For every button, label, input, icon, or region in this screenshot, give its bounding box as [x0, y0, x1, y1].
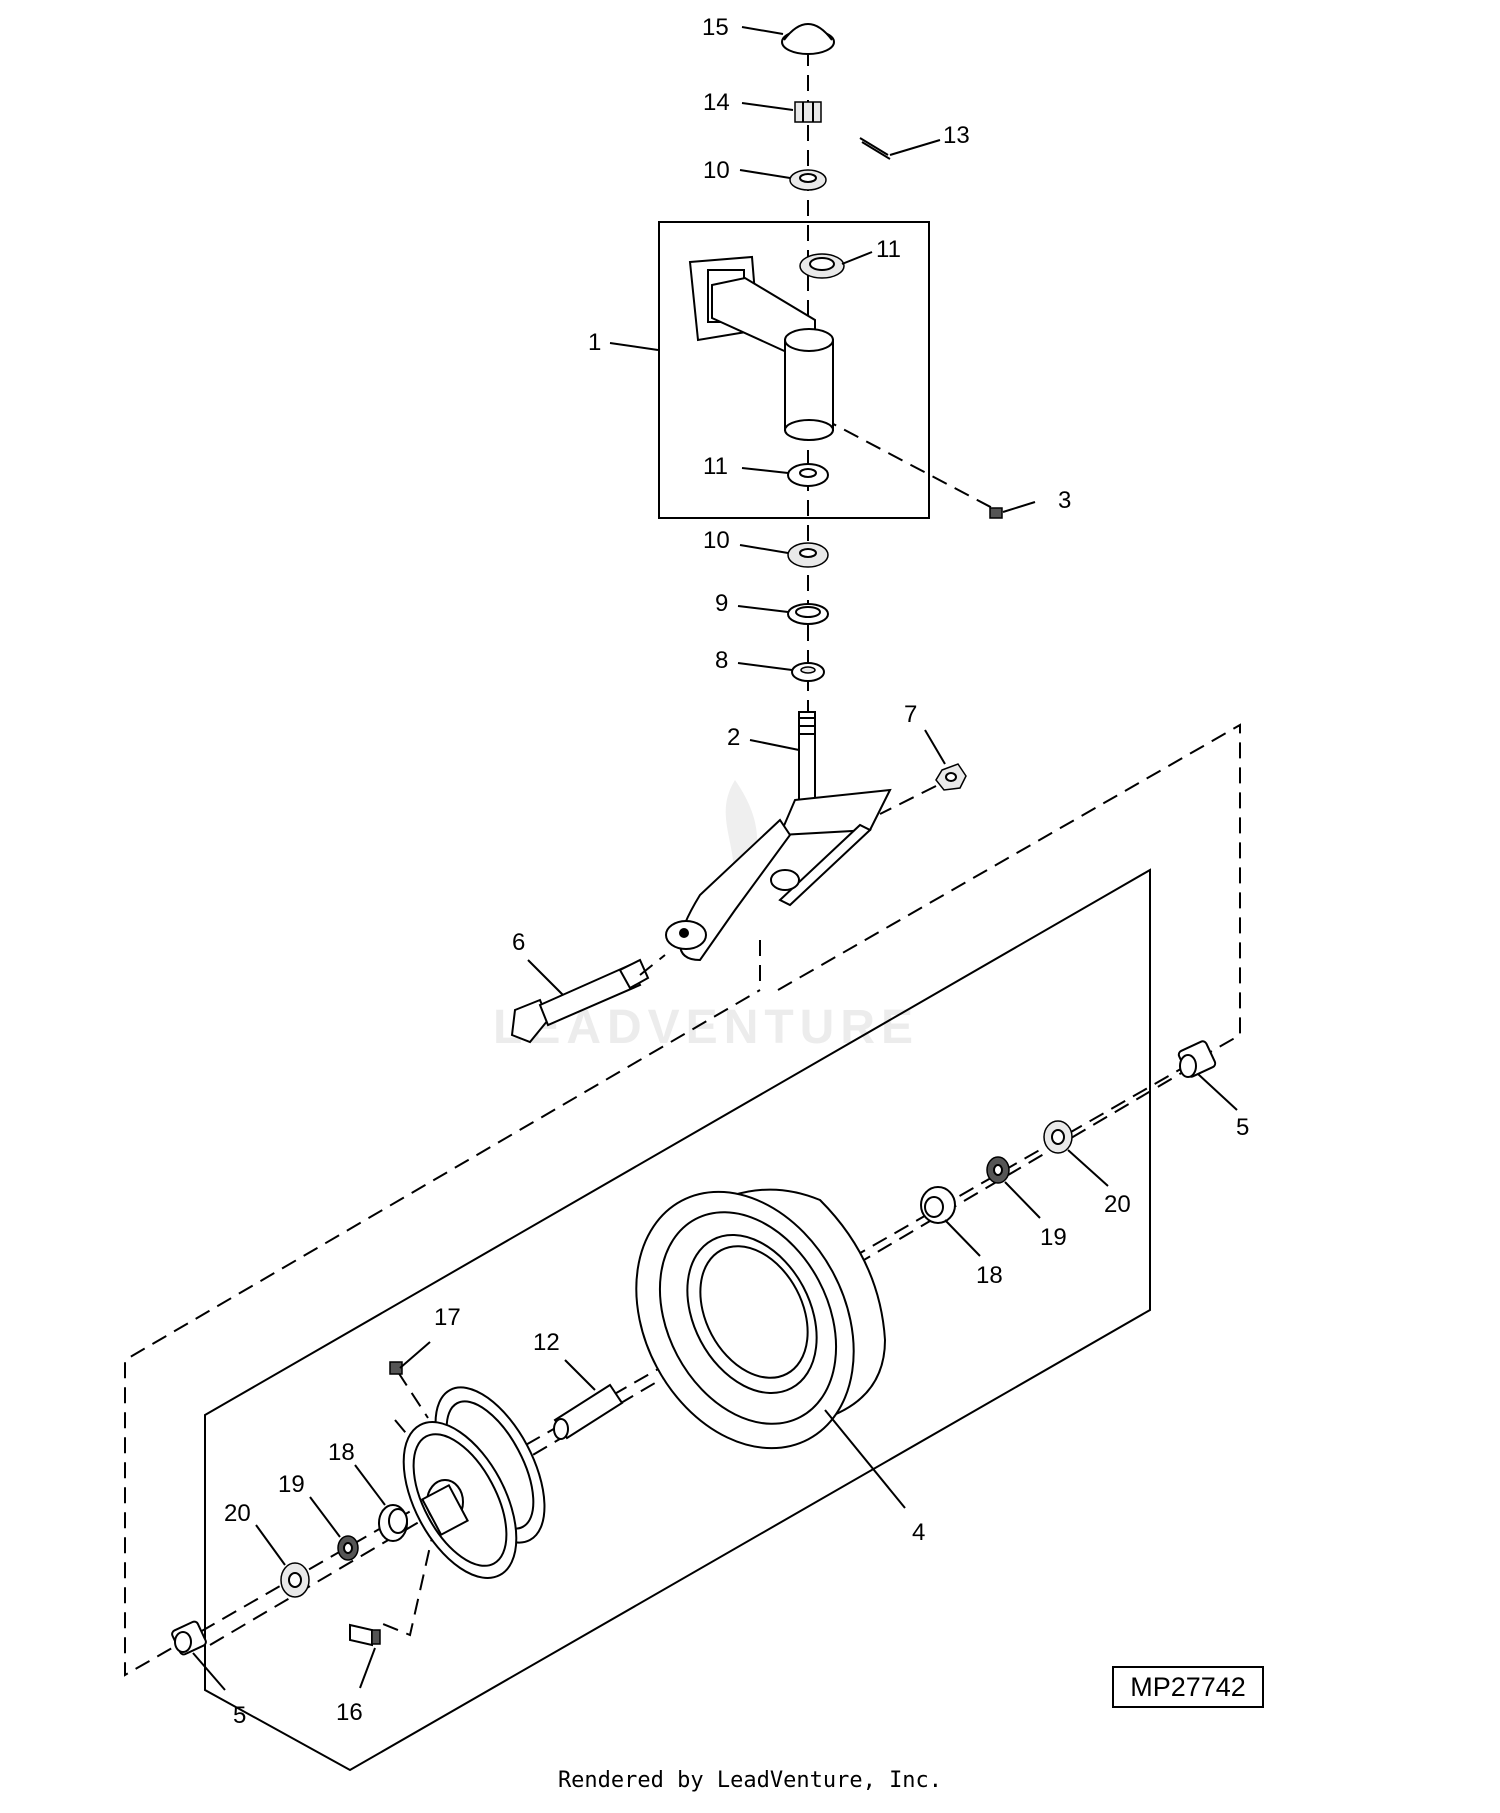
part-18-spacer-left: [378, 1504, 408, 1542]
rendered-by-footer: Rendered by LeadVenture, Inc.: [557, 1768, 943, 1793]
callout-18-right: 18: [976, 1262, 1003, 1289]
callout-18-left: 18: [328, 1439, 355, 1466]
part-5-spacer-right: [1177, 1040, 1217, 1078]
leader-lines: [192, 26, 1238, 1691]
callout-2: 2: [727, 724, 740, 751]
part-7-lock-nut: [935, 763, 967, 791]
callout-1: 1: [588, 329, 601, 356]
part-1-caster-arm: [688, 255, 834, 441]
callout-6: 6: [512, 929, 525, 956]
callout-11-bottom: 11: [703, 453, 728, 480]
part-13-cotter-pin: [859, 137, 891, 160]
callout-3: 3: [1058, 487, 1071, 514]
callout-19-left: 19: [278, 1471, 305, 1498]
part-10-bearing-bottom: [787, 542, 829, 568]
callout-labels: 15 14 13 10 11 1 11 3 10 9 8 2 7 6 5 20 …: [224, 14, 1249, 1729]
callout-10-bottom: 10: [703, 527, 730, 554]
part-11-race-bottom: [787, 463, 829, 487]
part-20-washer-right: [1043, 1120, 1073, 1154]
part-11-race-top: [799, 253, 845, 279]
callout-20-right: 20: [1104, 1191, 1131, 1218]
part-6-bolt: [510, 958, 650, 1044]
part-18-spacer-right: [920, 1186, 956, 1224]
diagram-id-box: MP27742: [1112, 1666, 1264, 1708]
part-15-cap: [781, 23, 835, 55]
callout-9: 9: [715, 590, 728, 617]
part-9-seal: [787, 603, 829, 625]
callout-8: 8: [715, 647, 728, 674]
callout-11-top: 11: [876, 236, 901, 263]
part-4-tire: [635, 1188, 887, 1450]
callout-15: 15: [702, 14, 729, 41]
callout-10-top: 10: [703, 157, 730, 184]
callout-17: 17: [434, 1304, 461, 1331]
callout-7: 7: [904, 701, 917, 728]
callout-16: 16: [336, 1699, 363, 1726]
part-12-tube: [553, 1383, 624, 1440]
part-20-washer-left: [280, 1562, 310, 1598]
part-10-bearing-top: [789, 169, 827, 191]
callout-4: 4: [912, 1519, 925, 1546]
wheel-rim: [402, 1386, 546, 1579]
part-16-screw: [349, 1623, 381, 1647]
callout-14: 14: [703, 89, 730, 116]
part-19-bearing-right: [986, 1156, 1010, 1184]
callout-5-right: 5: [1236, 1114, 1249, 1141]
callout-12: 12: [533, 1329, 560, 1356]
part-14-castle-nut: [794, 101, 822, 123]
callout-20-left: 20: [224, 1500, 251, 1527]
part-5-spacer-left: [171, 1620, 207, 1656]
part-2-yoke: [665, 711, 892, 962]
part-19-bearing-left: [337, 1535, 359, 1561]
part-8-washer: [791, 662, 825, 682]
part-17-fitting: [389, 1361, 403, 1375]
callout-13: 13: [943, 122, 970, 149]
part-3-grease-fitting: [989, 507, 1003, 519]
callout-19-right: 19: [1040, 1224, 1067, 1251]
callout-5-left: 5: [233, 1702, 246, 1729]
assembly-box-1: [658, 221, 930, 519]
